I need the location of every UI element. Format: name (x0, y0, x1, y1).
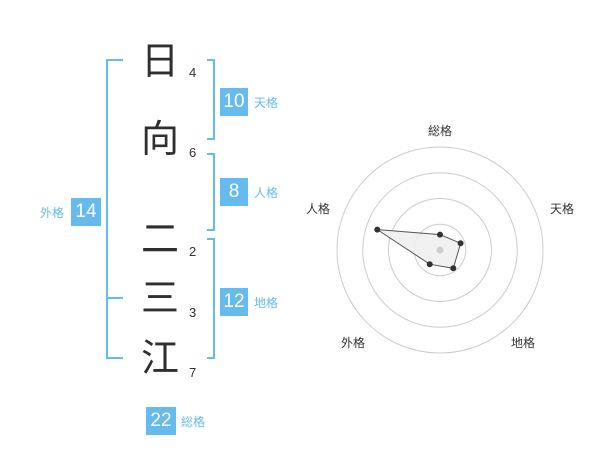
outer-bracket-vertical (106, 59, 108, 359)
name-char-3: 二 (140, 217, 179, 261)
radar-label-chikaku: 地格 (511, 336, 536, 350)
stroke-count-1: 4 (189, 65, 197, 80)
name-char-4: 三 (140, 276, 179, 320)
tenkaku-bracket-bottom (207, 138, 215, 140)
gaikaku-label: 外格 (40, 206, 65, 220)
outer-bracket-mid (106, 297, 123, 299)
outer-bracket-top (106, 59, 123, 61)
radar-ring-3 (362, 172, 518, 328)
chikaku-value-badge: 12 (220, 288, 248, 316)
radar-point-5 (374, 226, 381, 233)
radar-label-tenkaku: 天格 (550, 202, 575, 216)
radar-label-jinkaku: 人格 (306, 202, 331, 216)
chikaku-label: 地格 (254, 296, 279, 310)
tenkaku-label: 天格 (254, 96, 279, 110)
name-char-1: 日 (140, 39, 179, 83)
jinkaku-value-badge: 8 (220, 178, 248, 206)
stroke-count-4: 3 (189, 305, 197, 320)
radar-ring-4 (336, 146, 544, 354)
stroke-count-3: 2 (189, 244, 197, 259)
radar-point-2 (457, 240, 464, 247)
tenkaku-value-badge: 10 (220, 88, 248, 116)
jinkaku-bracket-top (207, 153, 215, 155)
radar-label-gaikaku: 外格 (341, 336, 366, 350)
chikaku-bracket-top (207, 238, 215, 240)
radar-point-4 (426, 261, 433, 268)
stroke-count-5: 7 (189, 365, 197, 380)
outer-bracket-bottom (106, 357, 123, 359)
chikaku-bracket-bottom (207, 357, 215, 359)
radar-ring-2 (388, 198, 492, 302)
radar-label-soukaku: 総格 (428, 124, 453, 138)
tenkaku-bracket-top (207, 59, 215, 61)
radar-series-area (377, 229, 462, 269)
name-char-2: 向 (140, 117, 179, 161)
gaikaku-value-badge: 14 (71, 198, 101, 226)
jinkaku-bracket-vertical (213, 153, 215, 231)
radar-center-dot (436, 246, 444, 254)
jinkaku-label: 人格 (254, 186, 279, 200)
jinkaku-bracket-bottom (207, 229, 215, 231)
radar-point-3 (450, 265, 457, 272)
chikaku-bracket-vertical (213, 238, 215, 359)
radar-point-1 (437, 231, 443, 238)
soukaku-label: 総格 (181, 415, 206, 429)
soukaku-value-badge: 22 (146, 407, 176, 435)
tenkaku-bracket-vertical (213, 59, 215, 140)
name-char-5: 江 (140, 336, 179, 380)
stroke-count-2: 6 (189, 145, 197, 160)
